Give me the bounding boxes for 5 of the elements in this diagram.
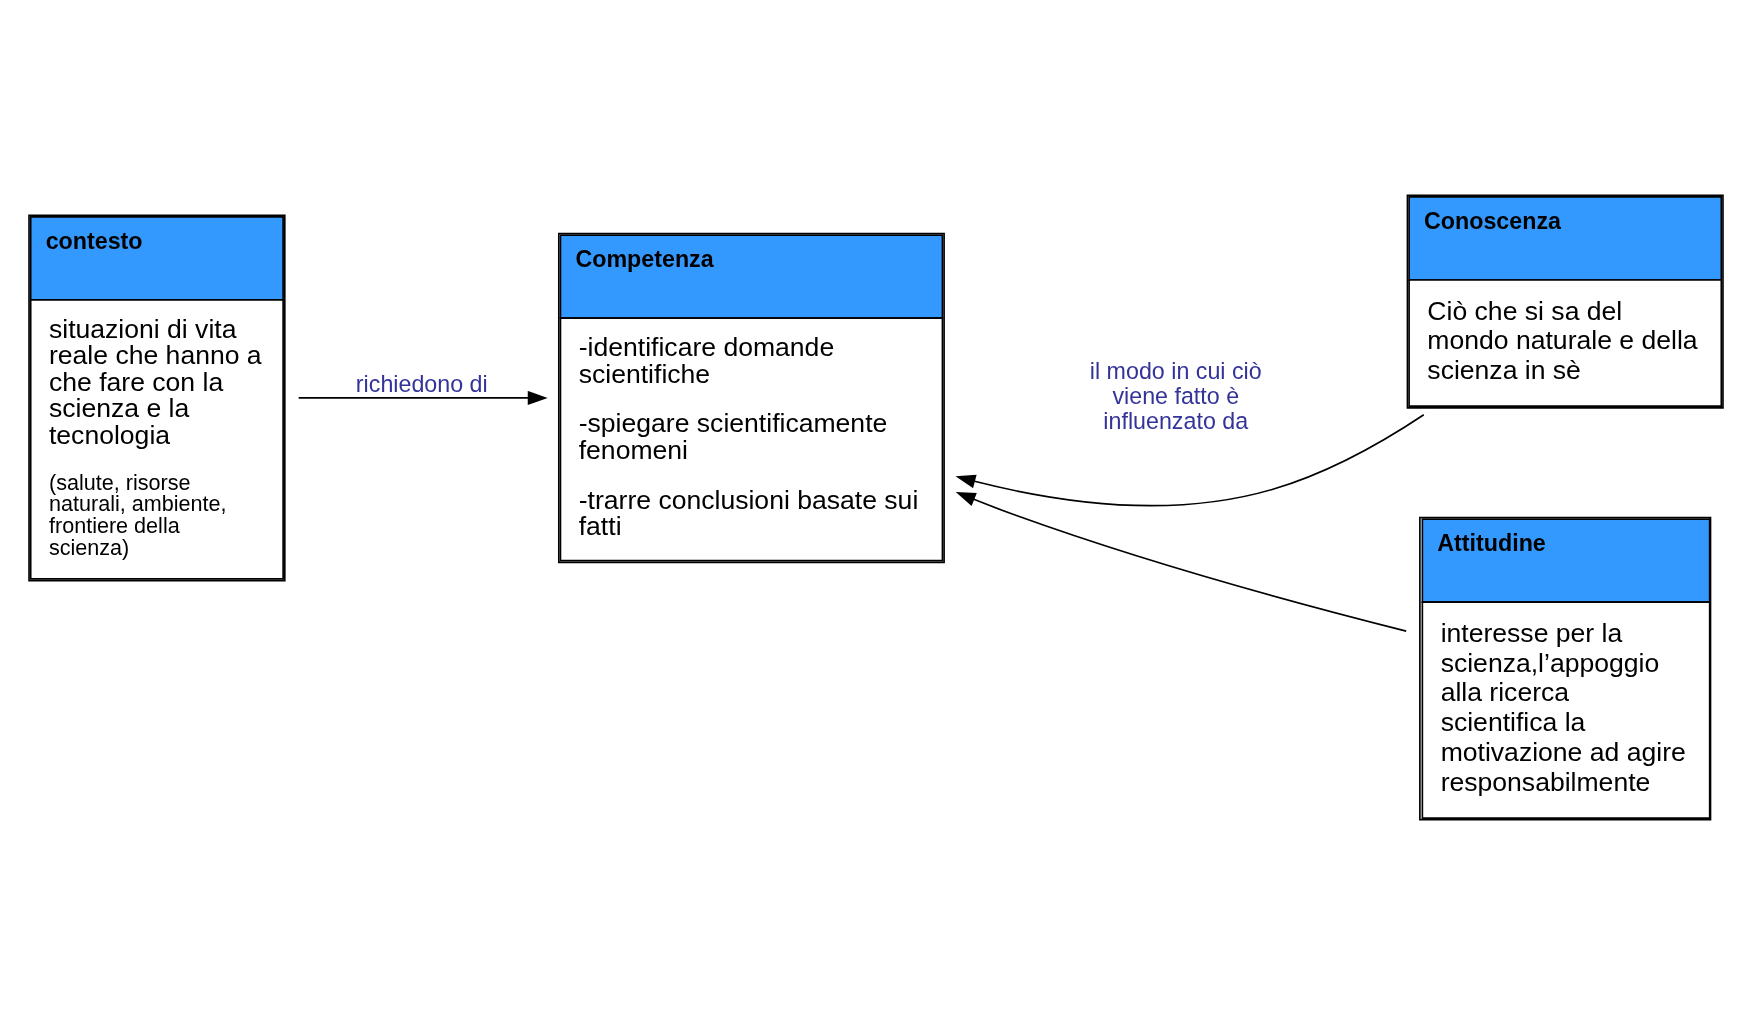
label: il modo in cui ciò viene fatto è influenzato da — [1089, 358, 1262, 434]
arrow — [297, 390, 548, 405]
edge-label: richiedono di — [355, 370, 488, 397]
arrow — [955, 491, 1407, 632]
arrow — [955, 413, 1425, 507]
